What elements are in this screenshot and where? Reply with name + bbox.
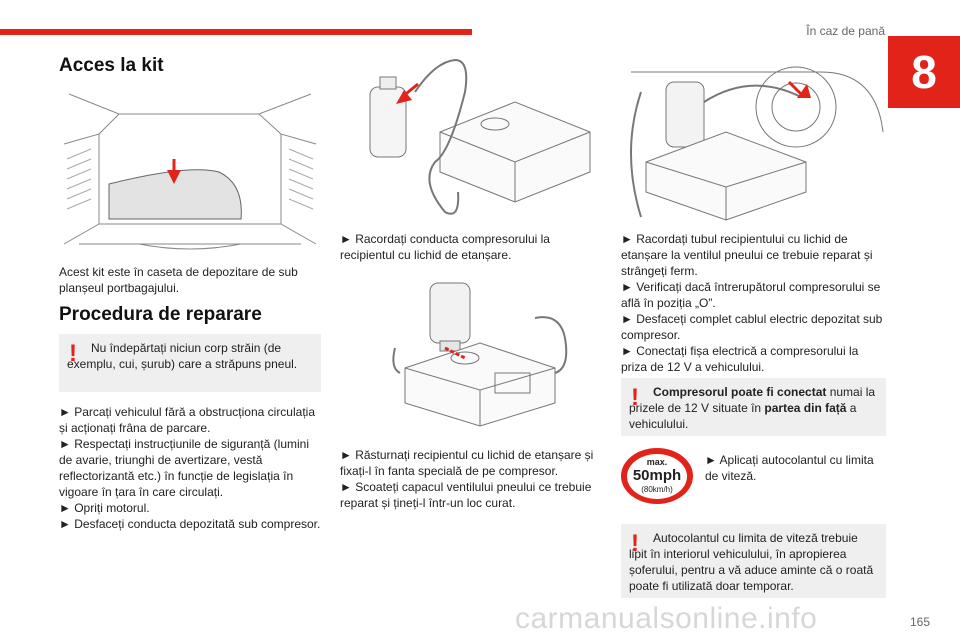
step-unroll-cable: ► Desfaceți complet cablul electric depo… (621, 312, 883, 342)
warning-box-foreign-object: ! Nu îndepărtați niciun corp străin (de … (59, 334, 321, 392)
step-engine-off: ► Opriți motorul. (59, 501, 150, 515)
step-safety: ► Respectați instrucțiunile de siguranță… (59, 437, 309, 499)
speed-sticker: max. 50mph (80km/h) (621, 448, 693, 504)
warning-icon: ! (69, 340, 77, 367)
step-remove-valve-cap: ► Scoateți capacul ventilului pneului ce… (340, 480, 592, 510)
step-flip-bottle: ► Răsturnați recipientul cu lichid de et… (340, 448, 594, 478)
bottle-flip-illustration (392, 282, 568, 427)
step-park: ► Parcați vehiculul fără a obstrucționa … (59, 405, 315, 435)
trunk-illustration (63, 93, 317, 250)
kit-location-text: Acest kit este în caseta de depozitare d… (59, 265, 298, 295)
warning-icon: ! (631, 530, 639, 557)
chapter-tab: 8 (888, 36, 960, 108)
warning-icon: ! (631, 384, 639, 411)
step-connect-hose: ► Racordați conducta compresorului la re… (340, 232, 550, 262)
repair-heading: Procedura de reparare (59, 304, 262, 325)
step-connect-valve: ► Racordați tubul recipientului cu lichi… (621, 232, 873, 278)
page-number: 165 (909, 615, 930, 629)
section-title: În caz de pană (806, 24, 885, 38)
step-plug-in: ► Conectați fișa electrică a compresorul… (621, 344, 859, 374)
hose-connection-illustration (369, 58, 591, 215)
warning-box-sticker: ! Autocolantul cu limita de viteză trebu… (621, 524, 886, 598)
kit-heading: Acces la kit (59, 55, 164, 76)
step-apply-sticker: ► Aplicați autocolantul cu limita de vit… (705, 453, 874, 483)
tyre-connection-illustration (630, 66, 884, 221)
warning-box-socket: ! Compresorul poate fi conectat numai la… (621, 378, 886, 436)
watermark: carmanualsonline.info (515, 602, 818, 635)
step-unroll-hose: ► Desfaceți conducta depozitată sub comp… (59, 517, 321, 531)
step-check-switch: ► Verificați dacă întrerupătorul compres… (621, 280, 881, 310)
header-accent-bar (0, 29, 472, 35)
